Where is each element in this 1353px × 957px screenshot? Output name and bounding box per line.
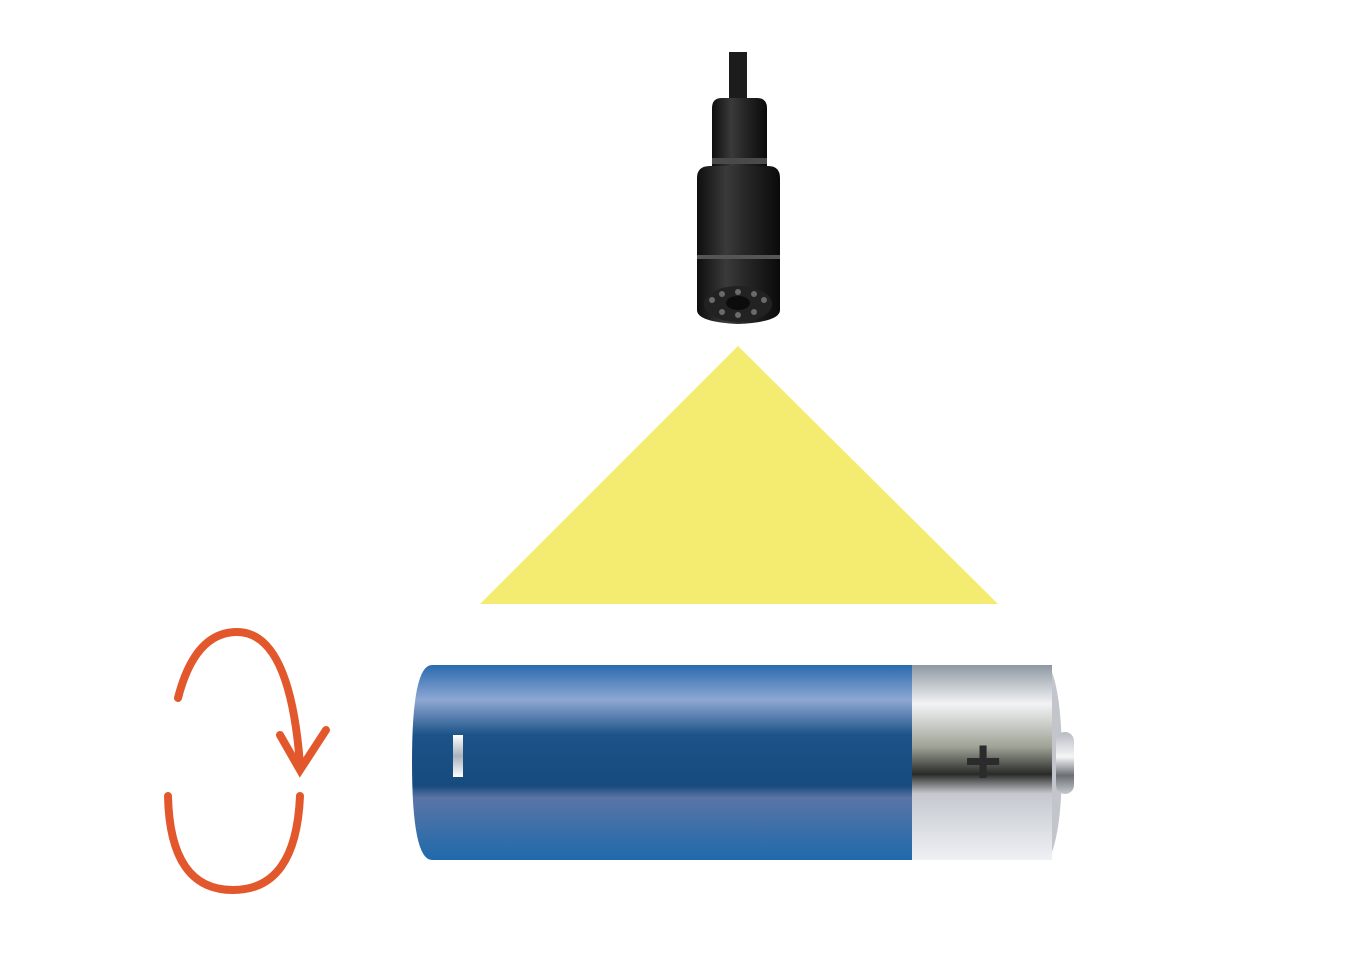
camera-band	[697, 255, 780, 259]
light-beam	[480, 346, 998, 604]
camera-lower-body	[697, 166, 780, 324]
camera-cable	[729, 52, 747, 108]
inspection-camera-icon	[697, 52, 780, 324]
battery-positive-label: +	[964, 725, 1001, 797]
camera-led-ring	[709, 289, 767, 318]
battery-positive-nub	[1056, 732, 1074, 794]
cylindrical-battery-icon: +	[412, 665, 1074, 860]
battery-body	[412, 665, 912, 860]
battery-negative-sign	[453, 735, 463, 777]
rotation-arc-lower	[164, 792, 304, 895]
camera-upper-body	[712, 98, 767, 168]
rotation-arc-upper	[174, 627, 304, 769]
rotation-arrowhead	[276, 726, 330, 778]
battery-cap	[912, 665, 1052, 860]
camera-ring	[712, 158, 767, 164]
camera-lens	[726, 296, 750, 310]
rotate-clockwise-icon	[164, 627, 330, 895]
